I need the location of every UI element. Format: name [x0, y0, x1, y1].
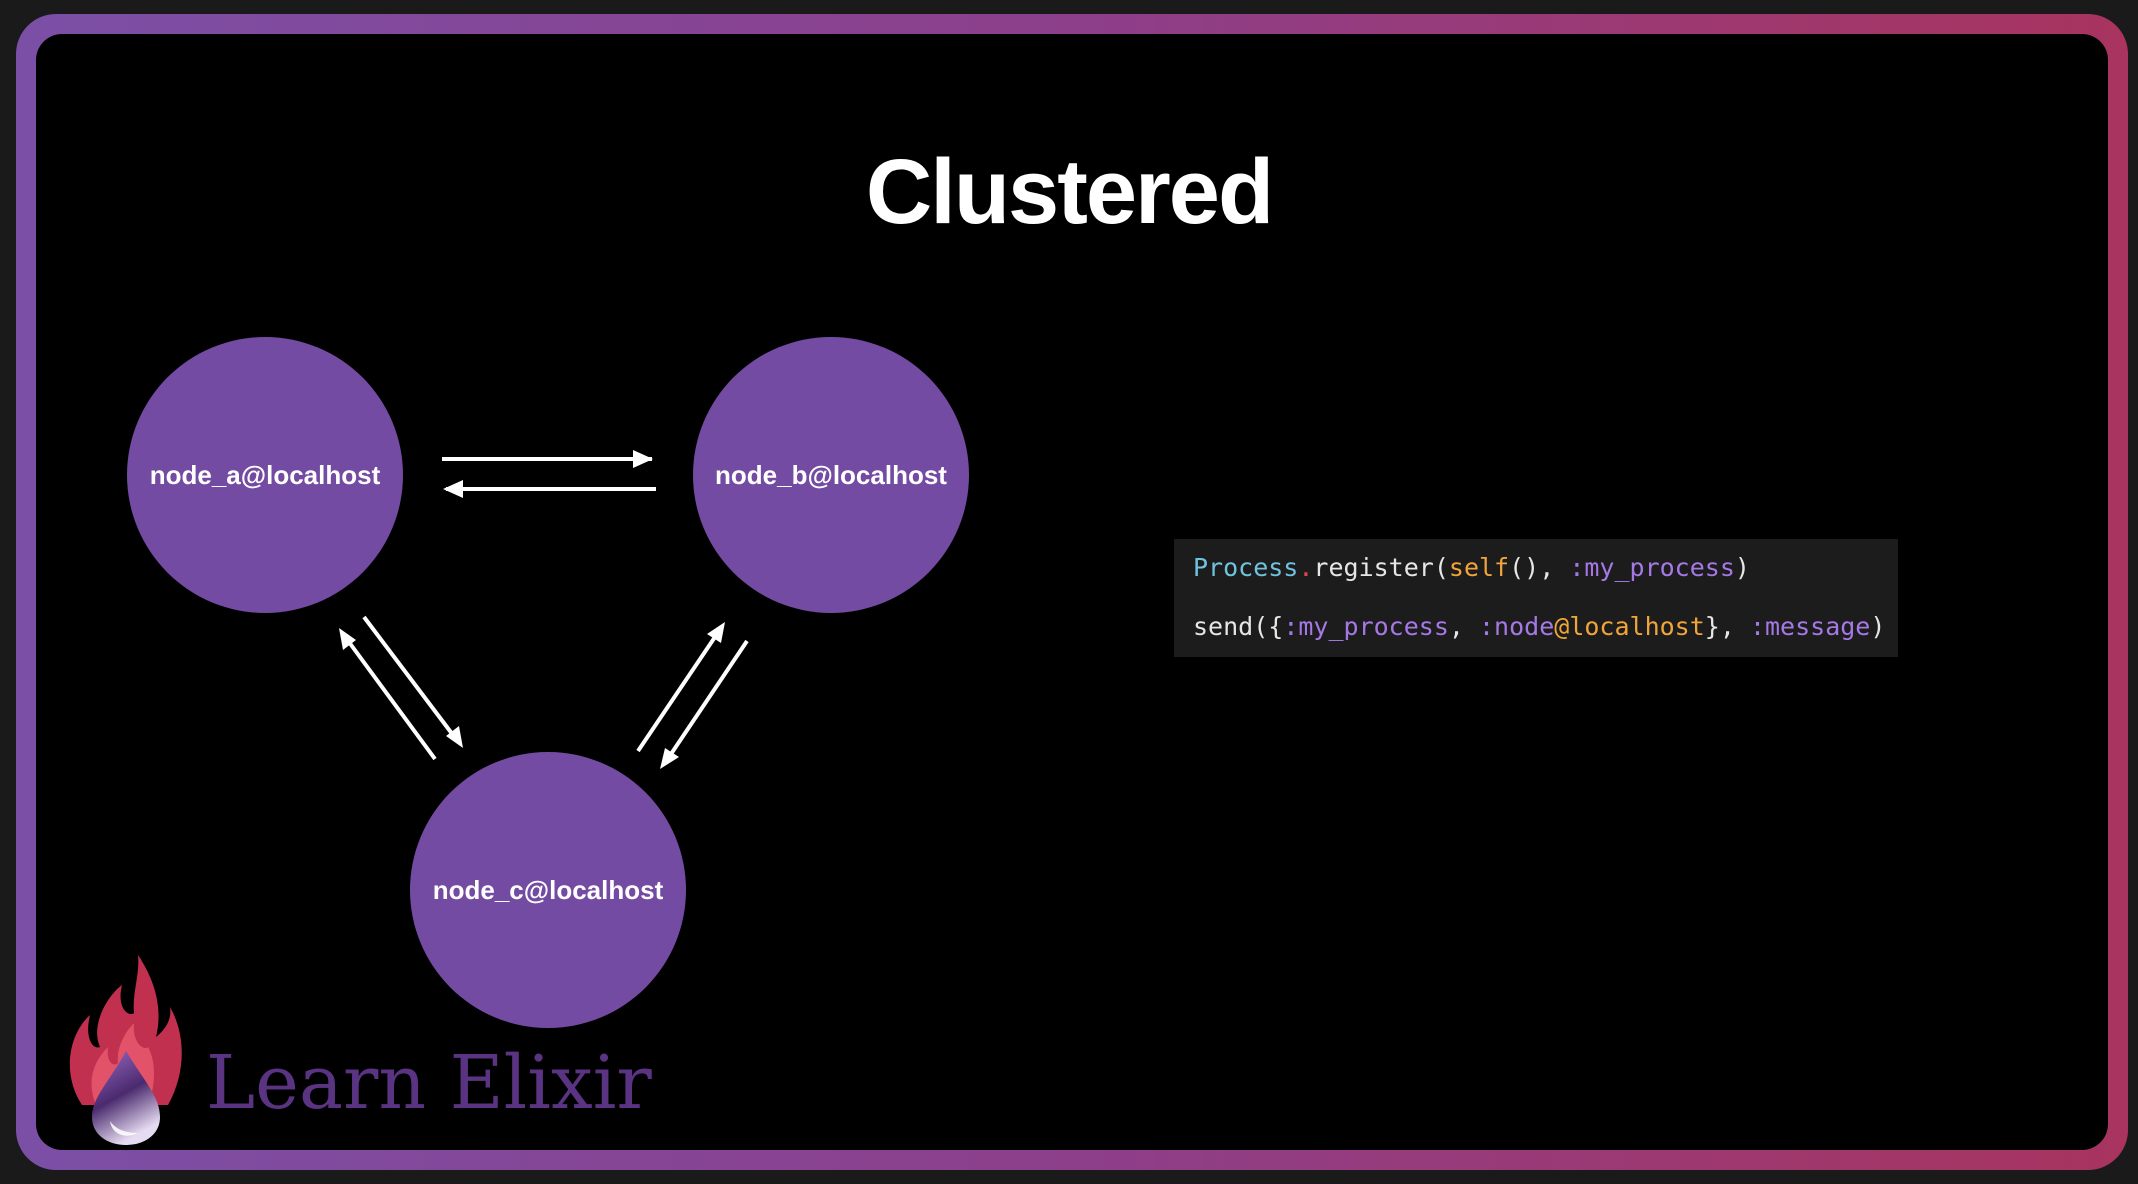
arrow-c-to-a [344, 636, 437, 761]
code-token: , [1448, 612, 1479, 641]
code-token: :message [1749, 612, 1871, 641]
node-a-label: node_a@localhost [149, 459, 381, 490]
slide-title: Clustered [865, 141, 1274, 243]
code-token: send({ [1193, 612, 1284, 641]
arrow-b-to-c-head [660, 748, 679, 769]
code-token: :my_process [1569, 553, 1735, 582]
node-b: node_b@localhost [693, 337, 969, 613]
code-block: Process.register(self(), :my_process) se… [1174, 539, 1898, 657]
code-line-send: send({:my_process, :node@localhost}, :me… [1193, 612, 1885, 641]
code-token: }, [1704, 612, 1750, 641]
elixir-flame-drop-icon [69, 955, 182, 1145]
arrow-c-to-a-head [339, 628, 356, 650]
arrow-a-to-b-head [633, 450, 653, 468]
code-token: :node [1479, 612, 1555, 641]
node-a: node_a@localhost [127, 337, 403, 613]
node-c-label: node_c@localhost [432, 874, 664, 905]
code-token: self [1448, 553, 1510, 582]
node-b-label: node_b@localhost [715, 459, 947, 490]
brand-name: Learn Elixir [206, 1040, 652, 1126]
code-token: ) [1734, 553, 1750, 582]
code-token: :my_process [1283, 612, 1449, 641]
node-c: node_c@localhost [410, 752, 686, 1028]
code-token: register( [1313, 553, 1449, 582]
arrow-c-to-b-head [707, 622, 725, 643]
arrow-b-to-c [667, 639, 749, 759]
arrow-a-to-c-head [446, 726, 463, 748]
code-token: ) [1870, 612, 1886, 641]
code-token: (), [1509, 553, 1570, 582]
code-token: Process [1193, 553, 1299, 582]
code-token: @localhost [1554, 612, 1705, 641]
arrow-c-to-b [636, 632, 719, 753]
arrow-b-to-a-head [443, 480, 463, 498]
code-token: . [1298, 553, 1314, 582]
code-line-register: Process.register(self(), :my_process) [1193, 553, 1750, 582]
arrow-a-to-c [362, 615, 458, 741]
